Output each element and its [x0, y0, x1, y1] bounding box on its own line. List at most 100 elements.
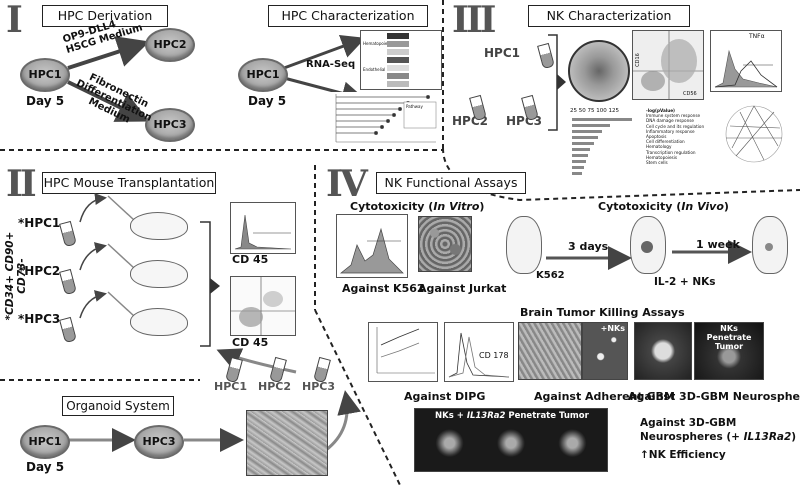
il13ra2-neurosphere-strip: NKs + IL13Ra2 Penetrate Tumor — [414, 408, 608, 472]
go-term: DNA damage response — [646, 118, 695, 124]
cd45-label-a: CD 45 — [232, 253, 269, 266]
char-hpc1-dish: HPC1 — [238, 58, 288, 92]
nks-penetrate-label: NKs Penetrate Tumor — [699, 324, 759, 351]
against-adherent-gbm-label: Against Adherent GBM — [534, 390, 675, 403]
table-row-hematopoietic: Hematopoietic — [363, 41, 393, 46]
cytotoxicity-in-vivo-title: Cytotoxicity (In Vivo) — [598, 200, 729, 213]
cyto-vitro-text: Cytotoxicity ( — [350, 200, 434, 213]
cyto-vivo-text: Cytotoxicity ( — [598, 200, 682, 213]
rnaseq-table: Hematopoietic Endothelial — [360, 30, 442, 90]
go-terms-list: -log(pValue) Immune system response DNA … — [646, 108, 716, 165]
mouse-hpc1-label: *HPC1 — [18, 216, 61, 230]
nk-cell-image — [568, 40, 630, 102]
cyto-vivo-italic: In Vivo — [681, 200, 724, 213]
cd45-scatter — [230, 276, 296, 336]
cd56-axis-label: CD56 — [683, 91, 697, 97]
final-line2: Neurospheres (+ IL13Ra2) — [640, 430, 796, 444]
mouse-hpc1 — [130, 212, 188, 240]
nk-hpc1-label: HPC1 — [484, 46, 520, 60]
go-header: -log(pValue) — [646, 108, 675, 113]
go-term: Inflammatory response — [646, 128, 695, 134]
nks-penetrate-line2: Tumor — [714, 342, 744, 351]
final-line1: Against 3D-GBM — [640, 417, 737, 429]
section-numeral-3: III — [452, 0, 496, 41]
hpc-derivation-title: HPC Derivation — [42, 5, 168, 27]
mouse-hpc2 — [130, 260, 188, 288]
hpc3-dish: HPC3 — [145, 108, 195, 142]
plus-nks-label: +NKs — [600, 324, 625, 333]
go-term: Transcription regulation — [646, 149, 696, 155]
nks-il13-italic: IL13Ra2 — [466, 411, 506, 421]
k562-flow-histogram — [336, 214, 408, 278]
section-numeral-1: I — [6, 0, 23, 41]
char-day5-label: Day 5 — [248, 94, 287, 108]
hpc-characterization-title: HPC Characterization — [268, 5, 428, 27]
neurosphere-control — [634, 322, 692, 380]
brain-tumor-killing-title: Brain Tumor Killing Assays — [520, 306, 685, 319]
nk-functional-assays-title: NK Functional Assays — [376, 172, 526, 194]
nk-characterization-title: NK Characterization — [528, 5, 690, 27]
organoid-hpc3-dish: HPC3 — [134, 425, 184, 459]
against-3d-gbm-label: Against 3D-GBM Neurospheres — [628, 390, 800, 403]
neurosphere-nks: NKs Penetrate Tumor — [694, 322, 764, 380]
go-bar-chart: 25 50 75 100 125 — [570, 108, 644, 180]
go-term: Apoptosis — [646, 134, 667, 140]
nks-il13-post: Penetrate Tumor — [505, 411, 589, 421]
bottom-hpc2-label: HPC2 — [258, 380, 291, 393]
go-term: Stem cells — [646, 160, 668, 166]
final-line2-text: Neurospheres (+ — [640, 431, 744, 443]
cytotoxicity-in-vitro-title: Cytotoxicity (In Vitro) — [350, 200, 484, 213]
tnfa-histogram: TNFα — [710, 30, 782, 92]
cyto-vivo-paren: ) — [723, 200, 729, 213]
hpc1-dish: HPC1 — [20, 58, 70, 92]
bar-axis-ticks: 25 50 75 100 125 — [570, 108, 619, 114]
mouse-transplantation-title: HPC Mouse Transplantation — [42, 172, 216, 194]
tnfa-label: TNFα — [749, 33, 765, 40]
pathway-lollipop-chart: Pathway — [296, 92, 438, 148]
hpc2-dish: HPC2 — [145, 28, 195, 62]
one-week-label: 1 week — [696, 238, 740, 251]
against-jurkat-label: Against Jurkat — [418, 282, 507, 295]
against-dipg-label: Against DIPG — [404, 390, 486, 403]
cd16-cd56-flow-plot: CD16 CD56 — [632, 30, 704, 100]
organoid-microscopy — [246, 410, 328, 476]
tumor-mark-2 — [641, 241, 653, 253]
cd45-label-b: CD 45 — [232, 336, 269, 349]
go-term: Cell differentiation — [646, 139, 685, 145]
vivo-mouse-3 — [752, 216, 788, 274]
mouse-hpc3 — [130, 308, 188, 336]
table-row-endothelial: Endothelial — [363, 67, 386, 72]
three-days-label: 3 days — [568, 240, 609, 253]
adherent-gbm-nks: +NKs — [582, 322, 628, 380]
final-il13-italic: IL13Ra2 — [743, 431, 792, 443]
final-3d-gbm-label: Against 3D-GBM Neurospheres (+ IL13Ra2) … — [640, 416, 796, 462]
organoid-day5-label: Day 5 — [26, 460, 65, 474]
cd45-histogram — [230, 202, 296, 254]
bottom-hpc1-label: HPC1 — [214, 380, 247, 393]
cd178-label: CD 178 — [479, 351, 509, 360]
cd178-histogram: CD 178 — [444, 322, 514, 382]
nks-il13-penetrate-label: NKs + IL13Ra2 Penetrate Tumor — [435, 411, 589, 421]
go-term: Immune system response — [646, 113, 701, 119]
mouse-hpc3-label: *HPC3 — [18, 312, 61, 326]
organoid-title: Organoid System — [62, 396, 174, 416]
day5-label: Day 5 — [26, 94, 65, 108]
network-diagram — [720, 98, 788, 170]
go-term: Hematopoiesis — [646, 154, 678, 160]
nks-penetrate-line1: NKs Penetrate — [706, 324, 752, 342]
cyto-vitro-italic: In Vitro — [433, 200, 480, 213]
final-close: ) — [791, 431, 797, 443]
jurkat-microscopy — [418, 216, 472, 272]
vivo-mouse-2 — [630, 216, 666, 274]
nk-efficiency-label: ↑NK Efficiency — [640, 449, 726, 461]
section-numeral-4: IV — [326, 163, 368, 205]
section-numeral-2: II — [6, 163, 37, 205]
k562-label: K562 — [536, 270, 565, 281]
mouse-hpc2-label: *HPC2 — [18, 264, 61, 278]
adherent-gbm-control — [518, 322, 582, 380]
organoid-hpc1-dish: HPC1 — [20, 425, 70, 459]
